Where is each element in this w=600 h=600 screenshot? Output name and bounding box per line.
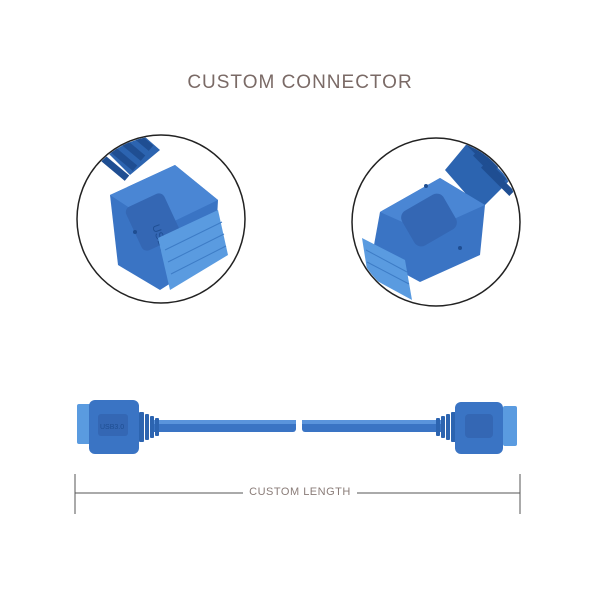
svg-text:USB3.0: USB3.0	[100, 424, 124, 431]
page-title: CUSTOM CONNECTOR	[187, 72, 413, 93]
custom-length-label: CUSTOM LENGTH	[0, 486, 600, 498]
usb-cable-full: USB3.0	[77, 400, 517, 454]
right-connector-closeup	[351, 137, 521, 307]
left-connector: USB3.0	[77, 400, 159, 454]
right-connector	[436, 402, 517, 454]
custom-length-text: CUSTOM LENGTH	[243, 486, 357, 498]
left-connector-closeup: USB3.0	[76, 134, 246, 304]
